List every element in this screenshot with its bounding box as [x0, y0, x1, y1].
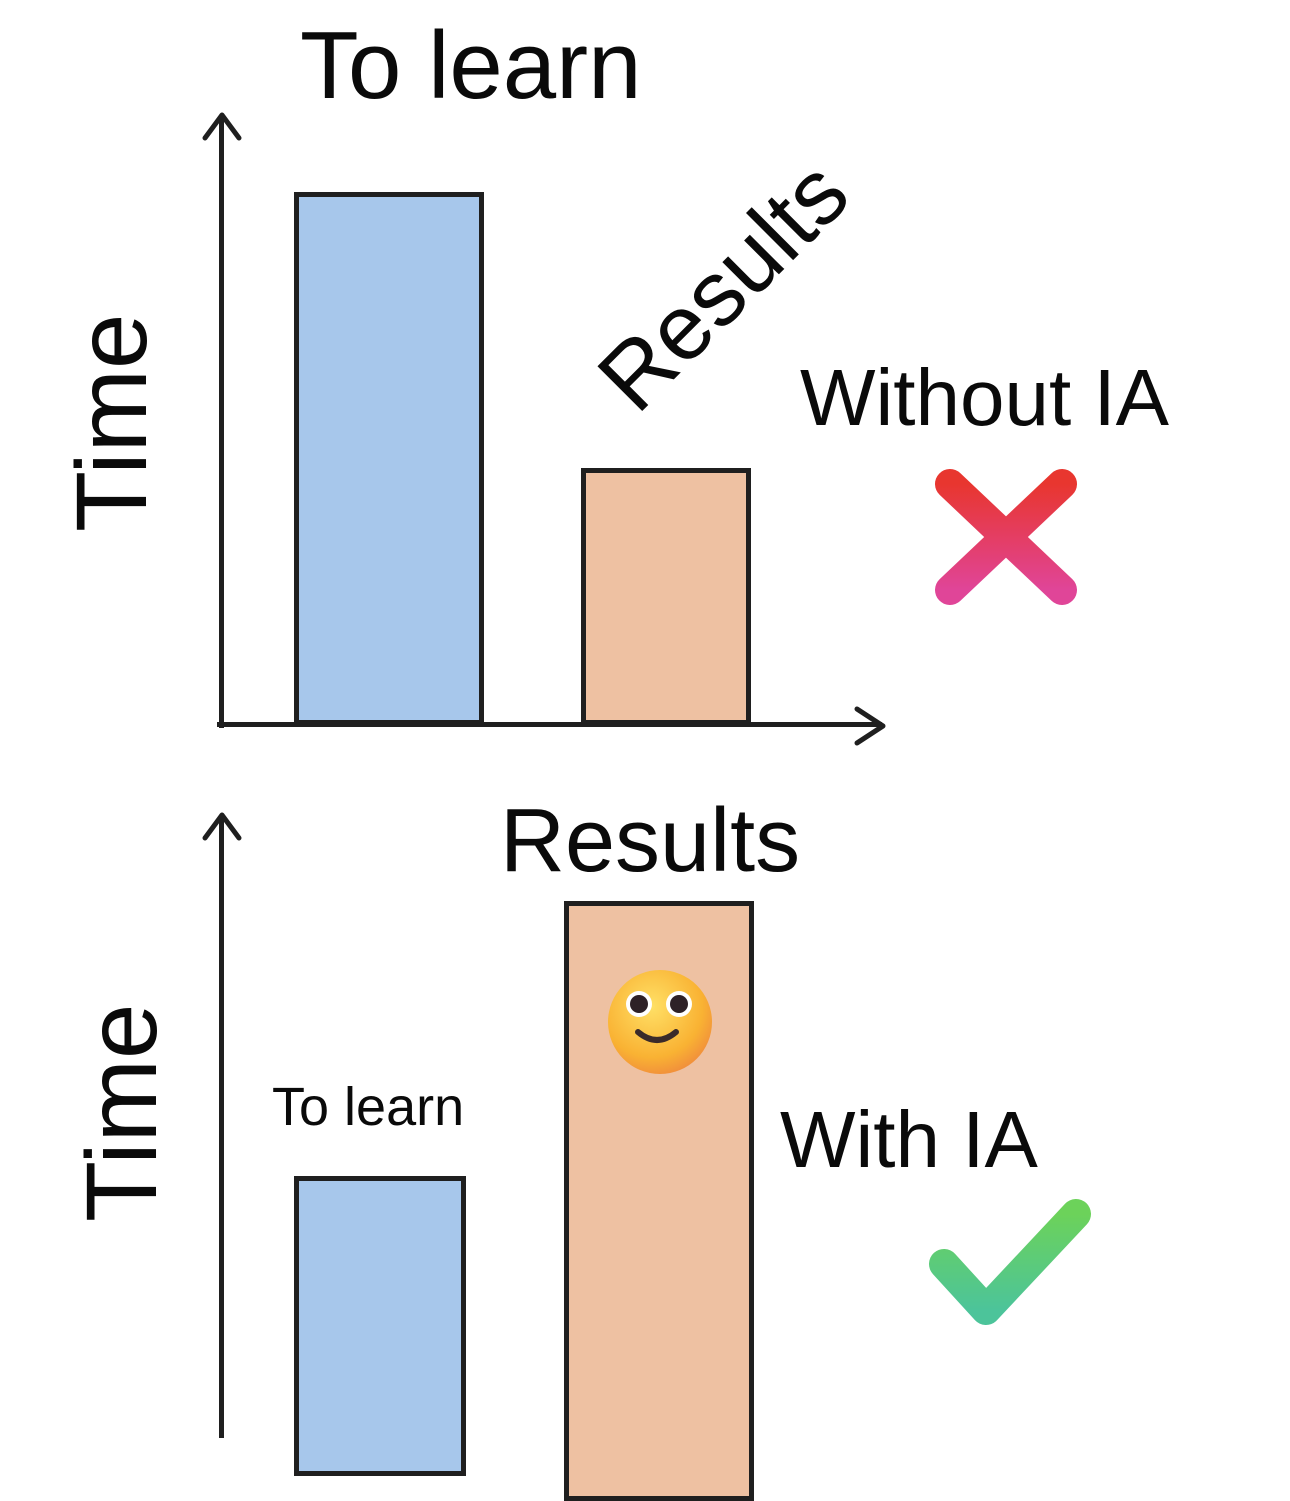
- bottom-bar-to-learn: [294, 1176, 466, 1476]
- top-chart: To learn Time Results Without IA: [56, 12, 1170, 746]
- smiling-face-icon: [608, 970, 712, 1074]
- top-bar-results: [581, 468, 751, 725]
- bottom-bar1-label: To learn: [272, 1077, 465, 1137]
- bottom-chart: Time Results To learn With IA: [0, 760, 1290, 1501]
- top-x-axis: [217, 722, 882, 727]
- top-y-axis-arrowhead-icon: [202, 112, 242, 141]
- cross-mark-icon: [935, 469, 1077, 605]
- bottom-y-axis: [219, 818, 224, 1438]
- top-bar1-label: To learn: [300, 12, 642, 119]
- check-mark-icon: [929, 1199, 1091, 1325]
- bottom-bar2-label: Results: [500, 791, 801, 891]
- bottom-y-axis-label: Time: [66, 1003, 178, 1222]
- top-caption: Without IA: [800, 353, 1170, 442]
- top-y-axis-label: Time: [56, 313, 168, 532]
- bottom-caption: With IA: [780, 1095, 1038, 1184]
- bottom-y-axis-arrowhead-icon: [202, 812, 242, 841]
- top-x-axis-arrowhead-icon: [854, 706, 886, 746]
- top-bar-to-learn: [294, 192, 484, 725]
- top-y-axis: [219, 118, 224, 728]
